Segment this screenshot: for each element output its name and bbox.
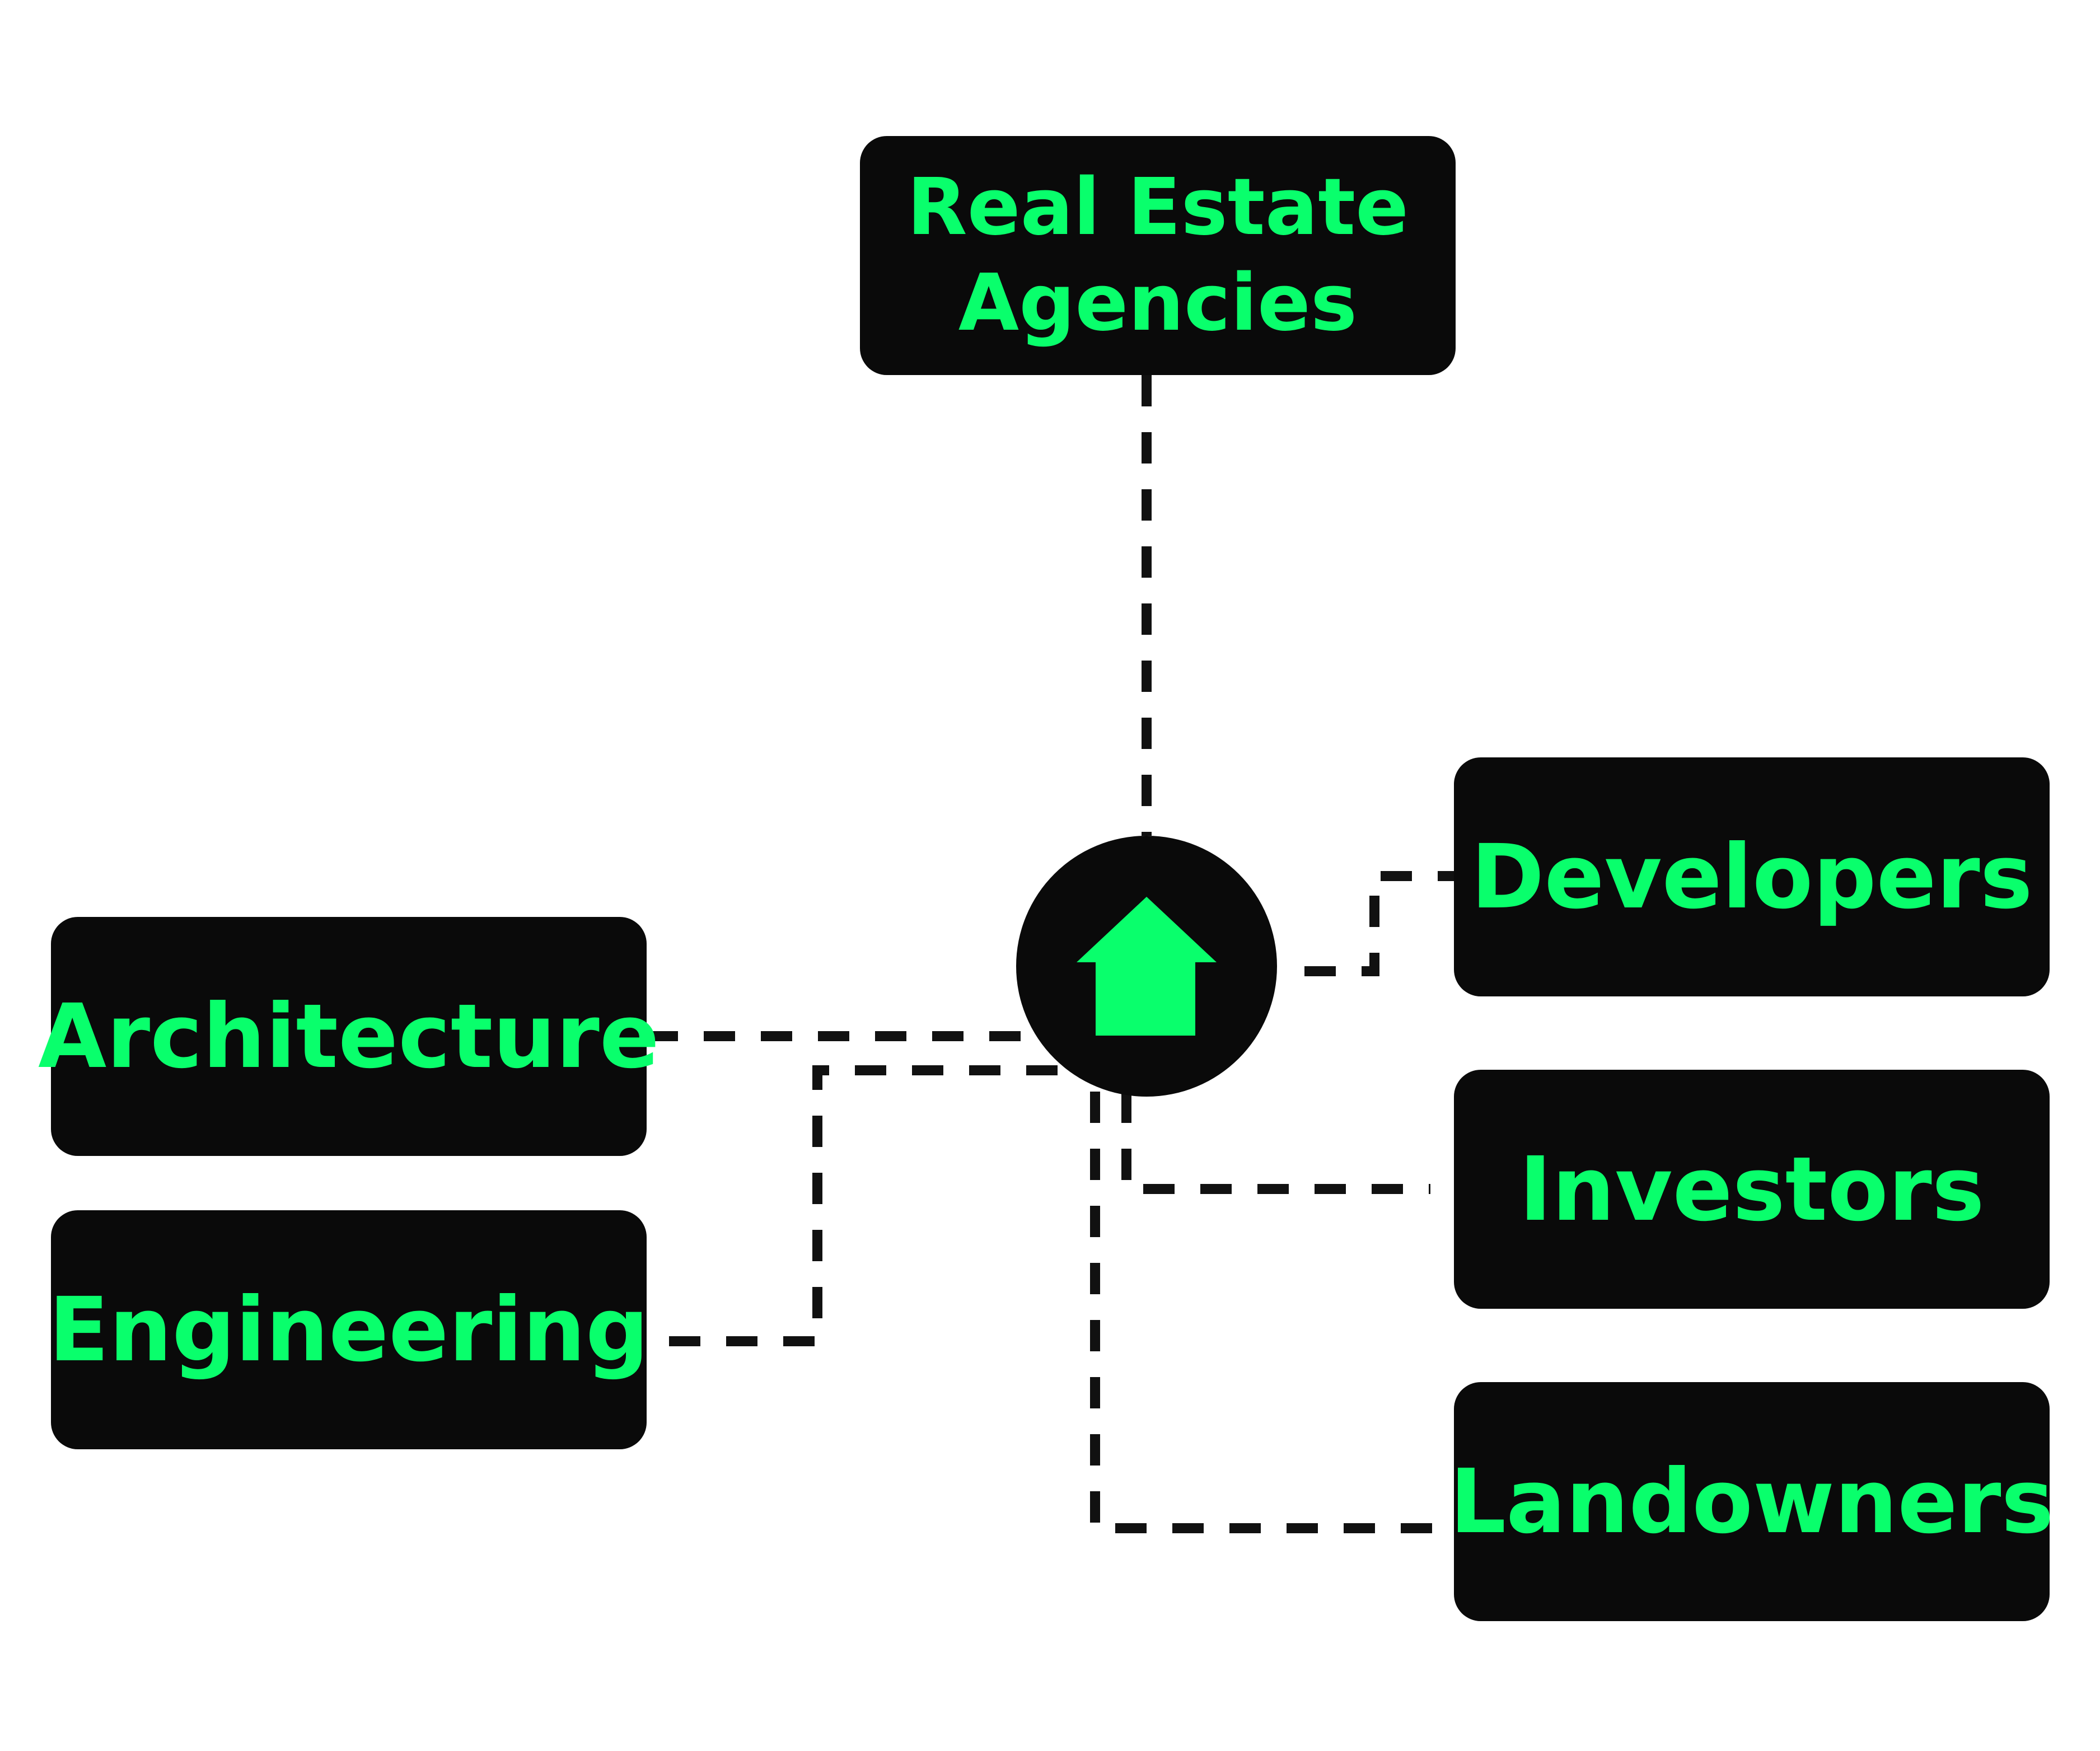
node-real-estate-agencies: Real Estate Agencies <box>860 136 1456 375</box>
node-architecture: Architecture <box>38 917 660 1156</box>
node-label: Landowners <box>1449 1450 2054 1553</box>
node-label: Real Estate Agencies <box>906 161 1409 349</box>
node-landowners: Landowners <box>1450 1382 2054 1621</box>
node-label: Engineering <box>48 1278 649 1382</box>
house-icon <box>1077 897 1217 1036</box>
node-engineering: Engineering <box>48 1210 649 1449</box>
node-developers: Developers <box>1454 757 2050 996</box>
node-label: Architecture <box>38 985 660 1088</box>
connector-investors <box>1121 1092 1430 1194</box>
connector-landowners <box>1090 1092 1454 1533</box>
connector-engineering <box>669 1065 1081 1346</box>
connector-developers <box>1304 871 1454 976</box>
node-label: Investors <box>1519 1137 1985 1241</box>
node-investors: Investors <box>1454 1070 2050 1309</box>
node-label: Developers <box>1471 825 2033 929</box>
hub-circle <box>1016 836 1277 1097</box>
